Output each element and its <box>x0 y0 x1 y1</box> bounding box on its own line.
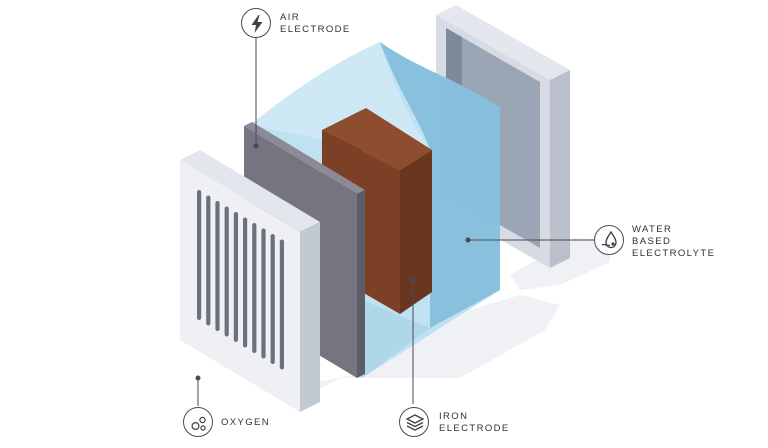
bubbles-icon <box>183 407 213 437</box>
vent-slot <box>197 190 202 320</box>
vent-slot <box>224 206 229 337</box>
water-electrolyte-line3: ELECTROLYTE <box>632 248 716 259</box>
stacked-layers-icon <box>399 407 429 437</box>
vent-slot <box>252 223 257 353</box>
lightning-bolt-icon <box>241 8 271 38</box>
iron-electrode-label: IRON ELECTRODE <box>439 411 510 435</box>
vent-slot <box>261 228 266 359</box>
air-electrode-line1: AIR <box>280 12 301 23</box>
floor-shadow-back <box>510 238 610 290</box>
water-drop-icon <box>594 225 624 255</box>
water-electrolyte-line2: BASED <box>632 236 672 247</box>
vent-slot <box>215 201 220 331</box>
oxygen-line1: OXYGEN <box>221 417 271 428</box>
leader-lines <box>195 37 594 406</box>
vent-slots <box>197 190 284 370</box>
vent-slot <box>206 195 211 326</box>
air-electrode-line2: ELECTRODE <box>280 24 351 35</box>
oxygen-label: OXYGEN <box>221 417 270 429</box>
water-electrolyte-line1: WATER <box>632 224 673 235</box>
water-electrolyte-label: WATER BASED ELECTROLYTE <box>632 224 715 260</box>
vent-slot <box>243 217 248 348</box>
vent-slot <box>233 212 238 342</box>
iron-electrode-line1: IRON <box>439 411 469 422</box>
vent-slot <box>270 234 275 364</box>
vent-slot <box>279 239 284 370</box>
iron-electrode-line2: ELECTRODE <box>439 423 510 434</box>
air-electrode-label: AIR ELECTRODE <box>280 12 351 36</box>
front-casing-oxygen-vents <box>180 150 320 412</box>
